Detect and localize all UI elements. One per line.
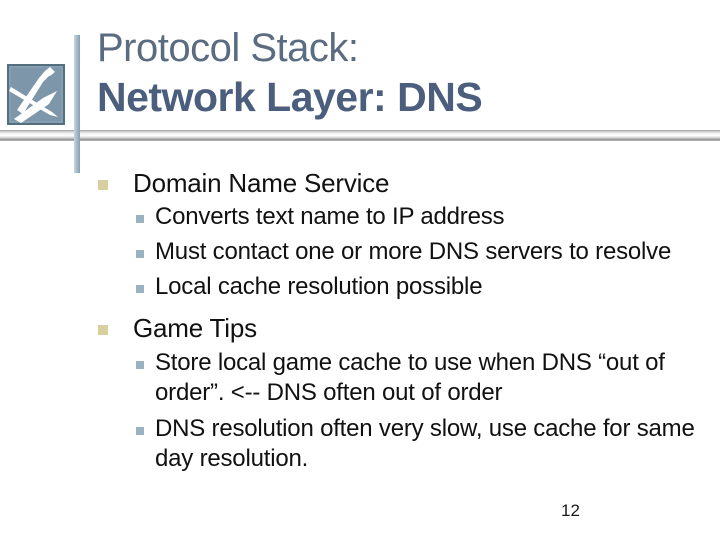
bullet-text: Domain Name Service xyxy=(133,168,390,198)
bullet-text: Local cache resolution possible xyxy=(155,273,483,300)
horizontal-divider-bar xyxy=(0,130,720,141)
level2-bullet-square-icon xyxy=(136,250,144,258)
bullet-item-dns-slow: DNS resolution often very slow, use cach… xyxy=(136,414,695,474)
bullet-item-local-cache: Local cache resolution possible xyxy=(136,272,695,302)
level2-bullet-square-icon xyxy=(136,285,144,293)
slide-title-line2: Network Layer: DNS xyxy=(97,74,483,120)
bullet-item-converts: Converts text name to IP address xyxy=(136,202,695,232)
slide-title: Protocol Stack: Network Layer: DNS xyxy=(97,24,483,122)
level1-bullet-square-icon xyxy=(98,180,108,190)
bullet-text: DNS resolution often very slow, use cach… xyxy=(155,415,695,472)
bullet-item-game-tips: Game Tips xyxy=(98,311,257,345)
bullet-item-store-cache: Store local game cache to use when DNS “… xyxy=(136,348,695,408)
level2-bullet-square-icon xyxy=(136,427,144,435)
crossed-darts-logo-icon xyxy=(7,64,65,125)
page-number: 12 xyxy=(561,501,580,520)
bullet-text: Game Tips xyxy=(133,313,257,343)
bullet-item-domain-name-service: Domain Name Service xyxy=(98,166,389,200)
level2-bullet-square-icon xyxy=(136,215,144,223)
bullet-text: Store local game cache to use when DNS “… xyxy=(155,349,665,406)
slide-title-line1: Protocol Stack: xyxy=(97,26,359,70)
level1-bullet-square-icon xyxy=(98,325,108,335)
vertical-accent-bar xyxy=(74,35,80,173)
bullet-text: Converts text name to IP address xyxy=(155,203,505,230)
bullet-item-must-contact: Must contact one or more DNS servers to … xyxy=(136,237,695,267)
level2-bullet-square-icon xyxy=(136,361,144,369)
bullet-text: Must contact one or more DNS servers to … xyxy=(155,238,672,265)
